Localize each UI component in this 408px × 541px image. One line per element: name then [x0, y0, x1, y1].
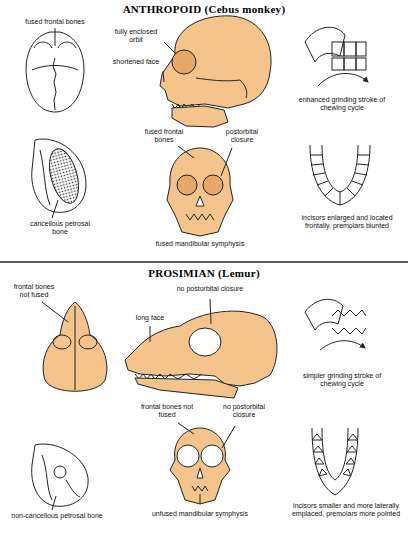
section-divider — [0, 261, 408, 263]
part-label: shortened face — [108, 58, 164, 66]
part-label: fused frontal bones — [138, 128, 190, 144]
part-label: enhanced grinding stroke of chewing cycl… — [296, 96, 388, 112]
part-label: fused frontal bones — [15, 18, 95, 26]
section-heading: ANTHROPOID (Cebus monkey) — [104, 3, 304, 15]
anthropoid-figures — [26, 16, 370, 236]
part-label: simpler grinding stroke of chewing cycle — [296, 372, 388, 388]
part-label: fused mandibular symphysis — [145, 240, 255, 248]
part-label: no postorbital closure — [160, 285, 260, 293]
part-label: no postorbital closure — [214, 403, 274, 419]
part-label: incisors enlarged and located frontally,… — [290, 214, 404, 230]
part-label: cancellous petrosal bone — [25, 220, 95, 236]
prosimian-figures — [32, 299, 366, 510]
part-label: non-cancellous petrosal bone — [5, 512, 109, 520]
part-label: frontal bones not fused — [8, 283, 60, 299]
part-label: frontal bones not fused — [138, 403, 196, 419]
part-label: fully enclosed orbit — [108, 28, 164, 44]
section-heading: PROSIMIAN (Lemur) — [104, 267, 304, 279]
part-label: long face — [126, 314, 174, 322]
part-label: incisors smaller and more laterally empl… — [288, 502, 404, 518]
part-label: unfused mandibular symphysis — [145, 510, 255, 518]
part-label: postorbital closure — [214, 128, 270, 144]
